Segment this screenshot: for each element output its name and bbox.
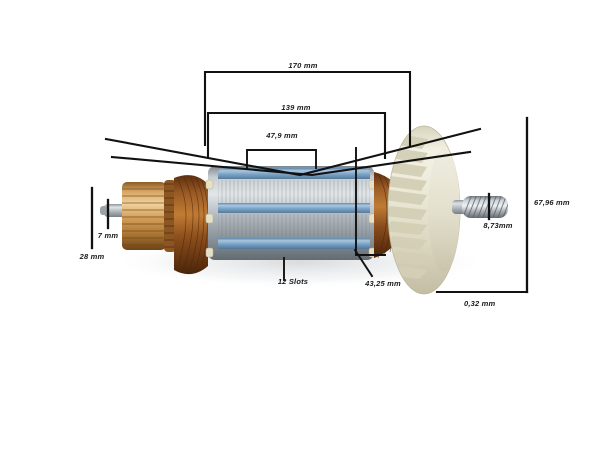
dimension-label-47-9mm: 47,9 mm <box>266 131 298 140</box>
dimension-bracket-43-25mm <box>355 147 386 256</box>
core-band-middle <box>218 203 370 213</box>
winding-head-left <box>174 175 209 275</box>
dimension-label-7mm: 7 mm <box>97 231 119 240</box>
dimension-label-67-96mm: 67,96 mm <box>534 198 570 207</box>
dimension-bracket-170mm <box>203 70 412 147</box>
dimension-bracket-139mm <box>206 111 387 160</box>
output-shaft <box>452 196 508 218</box>
leader-43-25mm <box>353 248 374 278</box>
left-shaft-tip <box>100 206 108 215</box>
dimension-label-12-slots: 12 Slots <box>277 277 309 286</box>
armature-artwork <box>100 125 508 295</box>
laminated-core <box>205 166 377 260</box>
dimension-label-43-25mm: 43,25 mm <box>365 279 401 288</box>
commutator <box>122 180 176 252</box>
dimension-lines <box>90 70 529 294</box>
core-band-bottom <box>218 238 370 249</box>
leader-x-upper <box>104 127 482 177</box>
dimension-label-0-32mm: 0,32 mm <box>464 299 496 308</box>
leader-x-lower <box>110 150 472 177</box>
helical-pinion <box>462 196 508 218</box>
commutator-risers <box>164 180 176 252</box>
dimension-label-8-73mm: 8,73mm <box>483 221 513 230</box>
dimension-label-170mm: 170 mm <box>288 61 318 70</box>
dimension-label-139mm: 139 mm <box>281 103 311 112</box>
fan-hub <box>428 148 460 272</box>
cooling-fan <box>387 125 461 295</box>
dimension-bracket-47-9mm <box>246 149 317 169</box>
dimension-label-28mm: 28 mm <box>79 252 105 261</box>
left-shaft-stub <box>104 204 126 217</box>
